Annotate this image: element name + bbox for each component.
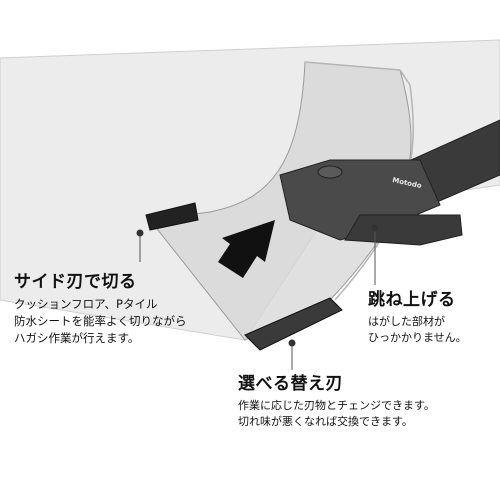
marker-blade [288,339,296,347]
callout-lift-up: 跳ね上げる はがした部材が ひっかかりません。 [368,290,467,346]
callout-line: はがした部材が [368,315,445,329]
tool-plate [344,214,463,246]
arrow-icon [218,220,275,278]
marker-side-cut [136,229,144,237]
callout-line: 切れ味が悪くなれば交換できます。 [238,415,413,429]
marker-lift-up [371,224,379,232]
callout-line: 防水シートを能率よく切りながら [14,314,187,329]
callout-lift-up-desc: はがした部材が ひっかかりません。 [368,314,467,346]
side-blade [145,202,199,231]
callout-side-cut: サイド刃で切る クッションフロア、Pタイル 防水シートを能率よく切りながら ハガ… [14,272,187,346]
callout-line: 作業に応じた刃物とチェンジできます。 [238,399,435,413]
callout-blade: 選べる替え刃 作業に応じた刃物とチェンジできます。 切れ味が悪くなれば交換できま… [238,374,435,430]
callout-side-cut-desc: クッションフロア、Pタイル 防水シートを能率よく切りながら ハガシ作業が行えます… [14,296,187,346]
callout-side-cut-title: サイド刃で切る [14,272,137,292]
callout-line: クッションフロア、Pタイル [14,297,158,312]
callout-line: ひっかかりません。 [368,331,467,345]
callout-line: ハガシ作業が行えます。 [14,330,140,345]
callout-lift-up-title: 跳ね上げる [368,290,456,310]
replaceable-blade [244,297,343,351]
callout-blade-desc: 作業に応じた刃物とチェンジできます。 切れ味が悪くなれば交換できます。 [238,398,435,430]
tool-bolt [317,165,343,179]
callout-blade-title: 選べる替え刃 [238,374,343,394]
